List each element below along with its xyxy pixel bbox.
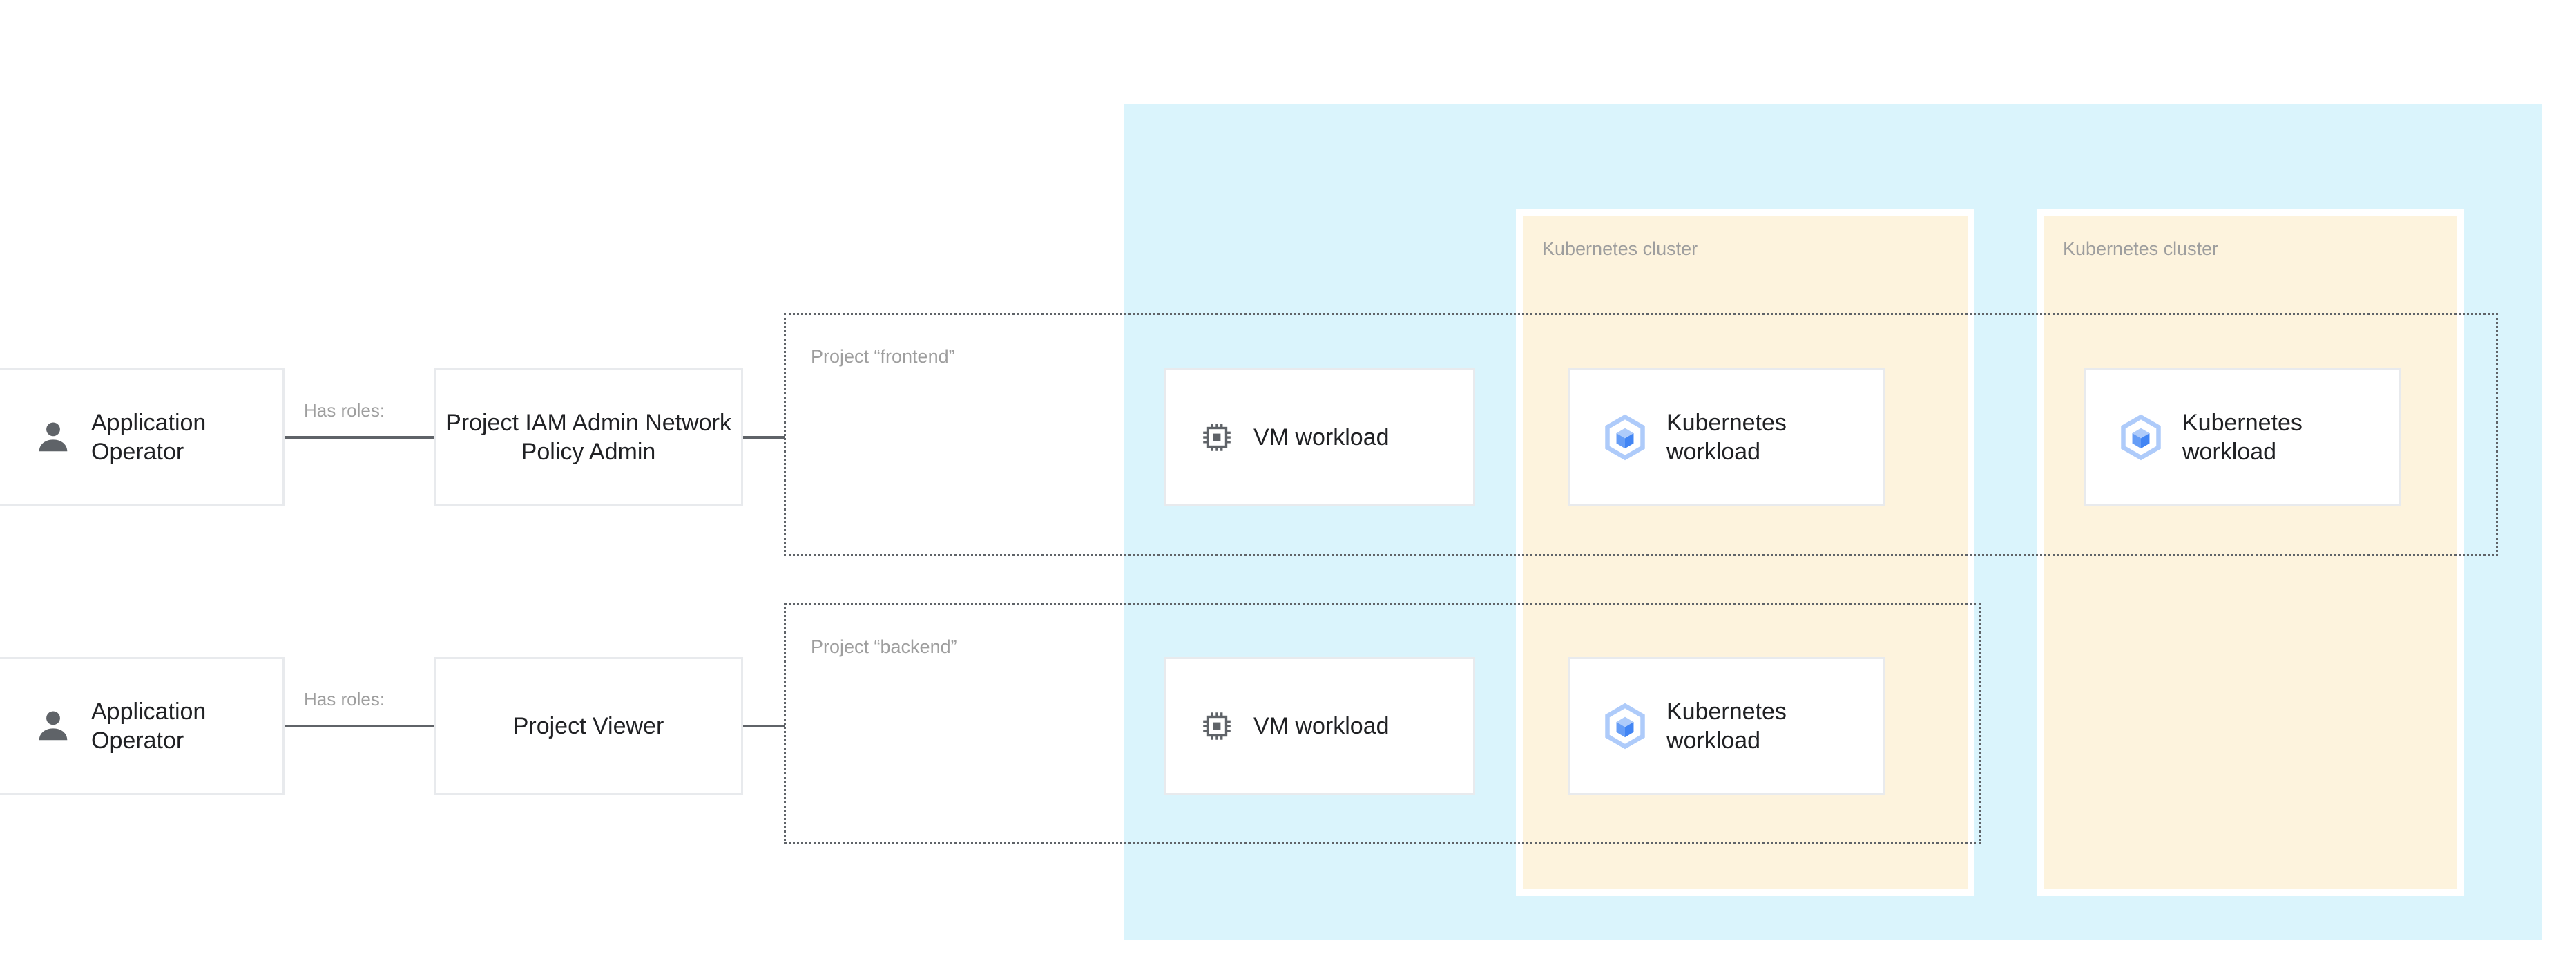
- vm-workload-label-frontend: VM workload: [1253, 424, 1390, 450]
- kubernetes-workload-card-cluster1-backend-content: Kubernetes workload: [1570, 697, 1811, 755]
- kubernetes-workload-card-cluster1-frontend-content: Kubernetes workload: [1570, 408, 1811, 466]
- role-label-2: Project Viewer: [512, 713, 664, 739]
- kubernetes-cluster-2: Kubernetes cluster: [2037, 209, 2464, 896]
- vm-workload-card-frontend-content: VM workload: [1166, 419, 1390, 456]
- kubernetes-workload-card-cluster1-frontend[interactable]: Kubernetes workload: [1568, 368, 1885, 506]
- project-backend-label: Project “backend”: [811, 636, 957, 657]
- kubernetes-workload-label-cluster2-frontend: Kubernetes workload: [2182, 410, 2303, 465]
- kubernetes-icon: [1605, 414, 1645, 461]
- cpu-chip-icon: [1203, 424, 1231, 451]
- connector-operator-to-role-2: [285, 725, 435, 728]
- role-card-project-iam-admin[interactable]: Project IAM Admin Network Policy Admin: [434, 368, 743, 506]
- principal-card-content-1: Application Operator: [30, 408, 250, 466]
- principal-card-content-2: Application Operator: [30, 697, 250, 755]
- vm-workload-label-backend: VM workload: [1253, 713, 1390, 739]
- vm-workload-card-backend-content: VM workload: [1166, 707, 1390, 745]
- principal-card-application-operator-2[interactable]: Application Operator: [0, 657, 285, 795]
- role-card-project-viewer[interactable]: Project Viewer: [434, 657, 743, 795]
- has-roles-label-2: Has roles:: [304, 689, 385, 710]
- person-icon: [39, 711, 68, 741]
- vm-workload-card-frontend[interactable]: VM workload: [1164, 368, 1475, 506]
- kubernetes-workload-label-cluster1-backend: Kubernetes workload: [1666, 698, 1787, 754]
- kubernetes-cluster-1-label: Kubernetes cluster: [1542, 238, 1698, 259]
- connector-operator-to-role-1: [285, 436, 435, 439]
- kubernetes-workload-card-cluster1-backend[interactable]: Kubernetes workload: [1568, 657, 1885, 795]
- connector-role-to-project-backend: [741, 725, 785, 728]
- connector-role-to-project-frontend: [741, 436, 785, 439]
- kubernetes-workload-card-cluster2-frontend-content: Kubernetes workload: [2086, 408, 2327, 466]
- principal-label-1: Application Operator: [91, 410, 206, 465]
- kubernetes-workload-label-cluster1-frontend: Kubernetes workload: [1666, 410, 1787, 465]
- kubernetes-icon: [2121, 414, 2161, 461]
- kubernetes-icon: [1605, 703, 1645, 750]
- has-roles-label-1: Has roles:: [304, 400, 385, 421]
- project-backend-boundary: Project “backend”: [784, 603, 1981, 844]
- person-icon: [39, 422, 68, 452]
- principal-card-application-operator-1[interactable]: Application Operator: [0, 368, 285, 506]
- cpu-chip-icon: [1203, 712, 1231, 740]
- kubernetes-workload-card-cluster2-frontend[interactable]: Kubernetes workload: [2084, 368, 2401, 506]
- vm-workload-card-backend[interactable]: VM workload: [1164, 657, 1475, 795]
- role-label-1: Project IAM Admin Network Policy Admin: [445, 410, 731, 465]
- project-frontend-boundary: Project “frontend”: [784, 313, 2498, 556]
- principal-label-2: Application Operator: [91, 698, 206, 754]
- project-frontend-label: Project “frontend”: [811, 346, 955, 367]
- kubernetes-cluster-2-label: Kubernetes cluster: [2063, 238, 2219, 259]
